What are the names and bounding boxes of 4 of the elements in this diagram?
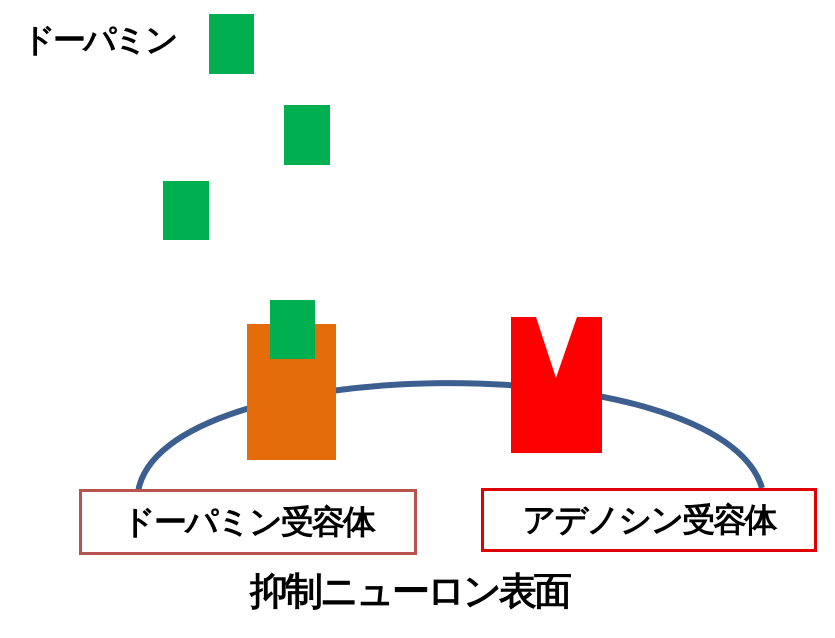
receptor-label-box: アデノシン受容体 [481,488,817,552]
molecule-label: ドーパミン [22,22,176,58]
receptor-label-box: ドーパミン受容体 [79,489,417,555]
caption: 抑制ニューロン表面 [250,572,569,614]
